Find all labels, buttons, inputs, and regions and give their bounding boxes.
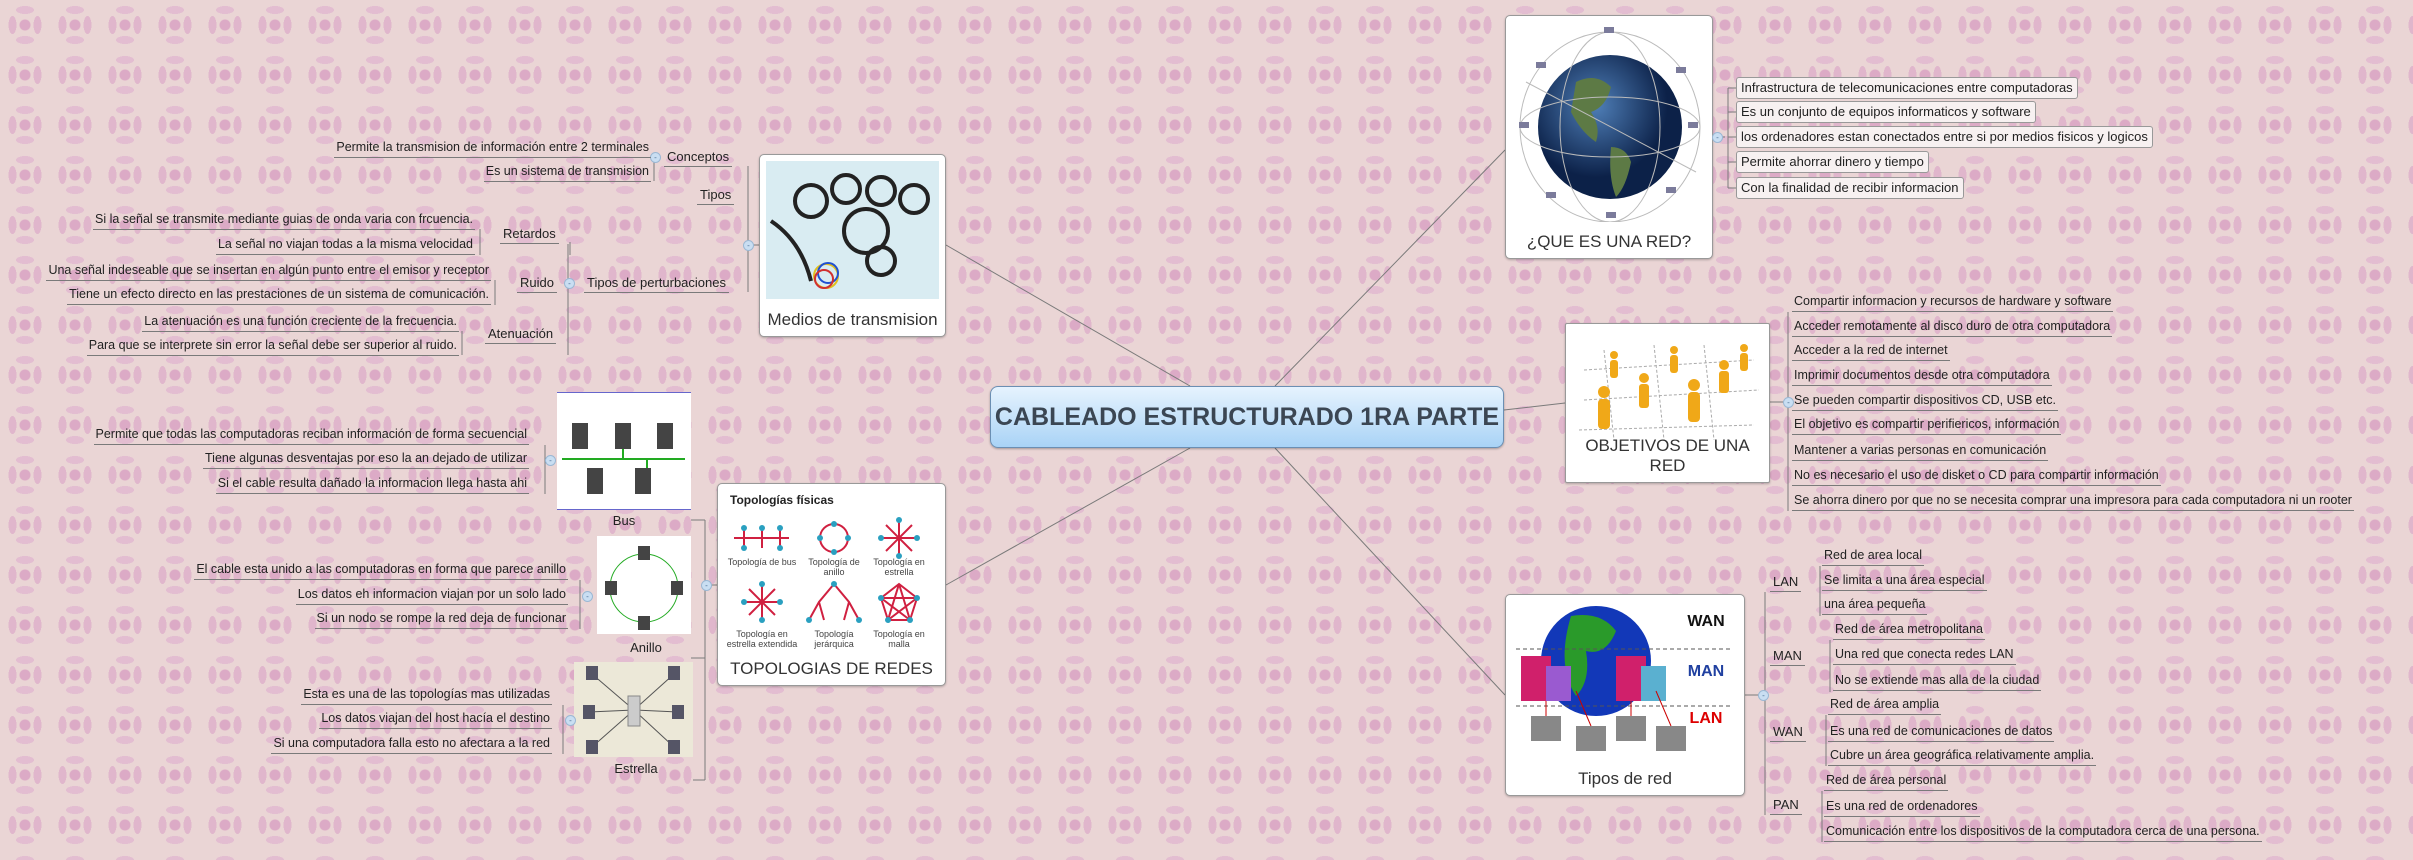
list-item[interactable]: Se pueden compartir dispositivos CD, USB…: [1792, 392, 2058, 411]
collapse-toggle[interactable]: -: [701, 580, 712, 591]
medios-de-transmision-node[interactable]: Medios de transmision: [759, 154, 946, 337]
list-item[interactable]: Una señal indeseable que se insertan en …: [46, 262, 491, 281]
lan-label: LAN: [1690, 710, 1723, 727]
list-item[interactable]: El objetivo es compartir perifiericos, i…: [1792, 416, 2062, 435]
list-item[interactable]: El cable esta unido a las computadoras e…: [194, 561, 568, 580]
conceptos-label[interactable]: Conceptos: [664, 148, 733, 167]
node-title: OBJETIVOS DE UNA RED: [1585, 436, 1750, 475]
list-item[interactable]: Para que se interprete sin error la seña…: [86, 337, 459, 356]
ruido-label[interactable]: Ruido: [517, 274, 557, 293]
topologias-de-redes-node[interactable]: Topologías físicas Topología de bus Topo…: [717, 483, 946, 686]
collapse-toggle[interactable]: -: [564, 278, 575, 289]
collapse-toggle[interactable]: -: [1758, 690, 1769, 701]
caption-anillo: Topología de anillo: [808, 557, 860, 577]
central-topic[interactable]: CABLEADO ESTRUCTURADO 1RA PARTE: [990, 386, 1504, 448]
atenuacion-label[interactable]: Atenuación: [485, 325, 557, 344]
list-item[interactable]: Si un nodo se rompe la red deja de funci…: [314, 610, 568, 629]
list-item[interactable]: Red de area local: [1822, 547, 1924, 566]
caption-jerarquica: Topología jerárquica: [814, 629, 854, 649]
list-item[interactable]: Si la señal se transmite mediante guias …: [93, 211, 475, 230]
list-item[interactable]: Acceder remotamente al disco duro de otr…: [1792, 318, 2113, 337]
collapse-toggle[interactable]: -: [650, 152, 661, 163]
man-label: MAN: [1688, 663, 1724, 680]
list-item[interactable]: Los datos eh informacion viajan por un s…: [295, 586, 568, 605]
list-item[interactable]: Comunicación entre los dispositivos de l…: [1824, 823, 2262, 842]
central-title: CABLEADO ESTRUCTURADO 1RA PARTE: [994, 402, 1500, 431]
collapse-toggle[interactable]: -: [565, 715, 576, 726]
list-item[interactable]: Si el cable resulta dañado la informacio…: [215, 475, 529, 494]
collapse-toggle[interactable]: -: [1783, 397, 1794, 408]
globe-satellites-image: [1519, 27, 1701, 222]
caption-estrella: Topología en estrella: [873, 557, 925, 577]
list-item[interactable]: Tiene algunas desventajas por eso la an …: [203, 450, 529, 469]
collapse-toggle[interactable]: -: [582, 591, 593, 602]
list-item[interactable]: Es un conjunto de equipos informaticos y…: [1736, 101, 2036, 123]
list-item[interactable]: Permite la transmision de información en…: [334, 139, 651, 158]
tipo-man[interactable]: MAN: [1770, 647, 1805, 666]
list-item[interactable]: los ordenadores estan conectados entre s…: [1736, 126, 2153, 148]
estrella-label[interactable]: Estrella: [614, 761, 658, 776]
list-item[interactable]: Esta es una de las topologías mas utiliz…: [301, 686, 552, 705]
list-item[interactable]: Se limita a una área especial: [1822, 572, 1987, 591]
list-item[interactable]: Tiene un efecto directo en las prestacio…: [67, 286, 491, 305]
list-item[interactable]: Mantener a varias personas en comunicaci…: [1792, 442, 2049, 461]
list-item[interactable]: No se extiende mas alla de la ciudad: [1833, 672, 2042, 691]
anillo-label[interactable]: Anillo: [630, 640, 662, 655]
list-item[interactable]: Red de área metropolitana: [1833, 621, 1986, 640]
list-item[interactable]: Red de área amplia: [1828, 696, 1942, 715]
list-item[interactable]: Es una red de ordenadores: [1824, 798, 1980, 817]
list-item[interactable]: Si una computadora falla esto no afectar…: [271, 735, 552, 754]
collapse-toggle[interactable]: -: [545, 455, 556, 466]
node-title: ¿QUE ES UNA RED?: [1526, 232, 1692, 251]
network-types-image: WAN MAN LAN: [1516, 606, 1731, 751]
list-item[interactable]: Red de área personal: [1824, 772, 1949, 791]
retardos-label[interactable]: Retardos: [500, 225, 559, 244]
tipo-lan[interactable]: LAN: [1770, 573, 1802, 592]
people-network-image: [1578, 344, 1760, 441]
list-item[interactable]: Se ahorra dinero por que no se necesita …: [1792, 492, 2354, 511]
tipos-perturbaciones-label[interactable]: Tipos de perturbaciones: [584, 274, 729, 293]
que-es-una-red-node[interactable]: ¿QUE ES UNA RED?: [1505, 15, 1713, 259]
bus-label[interactable]: Bus: [612, 513, 636, 528]
objetivos-node[interactable]: OBJETIVOS DE UNA RED: [1565, 323, 1770, 483]
caption-malla: Topología en malla: [873, 629, 925, 649]
node-title: TOPOLOGIAS DE REDES: [730, 659, 933, 678]
topologias-fisicas-image: Topologías físicas: [730, 493, 920, 623]
tipo-pan[interactable]: PAN: [1770, 796, 1802, 815]
list-item[interactable]: Infrastructura de telecomunicaciones ent…: [1736, 77, 2078, 99]
bus-topology-image: [557, 392, 691, 510]
list-item[interactable]: Imprimir documentos desde otra computado…: [1792, 367, 2052, 386]
list-item[interactable]: Acceder a la red de internet: [1792, 342, 1950, 361]
list-item[interactable]: Una red que conecta redes LAN: [1833, 646, 2016, 665]
image-title: Topologías físicas: [730, 493, 834, 507]
list-item[interactable]: Los datos viajan del host hacía el desti…: [319, 710, 552, 729]
tipos-de-red-node[interactable]: WAN MAN LAN Tipos de red: [1505, 594, 1745, 796]
collapse-toggle[interactable]: -: [743, 240, 754, 251]
list-item[interactable]: No es necesario el uso de disket o CD pa…: [1792, 467, 2161, 486]
caption-estrella-extendida: Topología en estrella extendida: [726, 629, 798, 649]
list-item[interactable]: Con la finalidad de recibir informacion: [1736, 177, 1964, 199]
list-item[interactable]: Compartir informacion y recursos de hard…: [1792, 293, 2114, 312]
list-item[interactable]: Cubre un área geográfica relativamente a…: [1828, 747, 2097, 766]
star-topology-image: [574, 662, 693, 757]
node-title: Tipos de red: [1578, 769, 1672, 788]
node-title: Medios de transmision: [767, 310, 938, 329]
ring-topology-image: [597, 536, 691, 634]
list-item[interactable]: una área pequeña: [1822, 596, 1928, 615]
list-item[interactable]: Es una red de comunicaciones de datos: [1828, 723, 2055, 742]
cables-image: [766, 161, 939, 299]
list-item[interactable]: La señal no viajan todas a la misma velo…: [215, 236, 475, 255]
collapse-toggle[interactable]: -: [1712, 132, 1723, 143]
list-item[interactable]: Permite ahorrar dinero y tiempo: [1736, 151, 1929, 173]
list-item[interactable]: Es un sistema de transmision: [483, 163, 651, 182]
tipo-wan[interactable]: WAN: [1770, 723, 1806, 742]
wan-label: WAN: [1687, 613, 1724, 630]
caption-bus: Topología de bus: [727, 557, 797, 567]
list-item[interactable]: Permite que todas las computadoras recib…: [93, 426, 529, 445]
tipos-label[interactable]: Tipos: [697, 186, 735, 205]
list-item[interactable]: La atenuación es una función creciente d…: [142, 313, 459, 332]
